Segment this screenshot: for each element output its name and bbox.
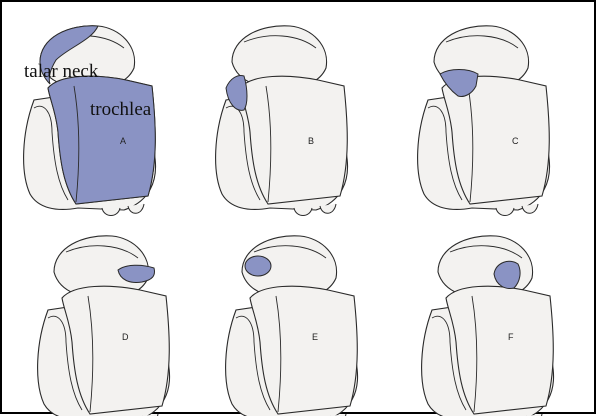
panel-label-d: D — [122, 332, 129, 342]
panel-label-f: F — [508, 332, 514, 342]
panel-label-a: A — [120, 136, 126, 146]
panel-c: C — [418, 26, 550, 216]
panel-f: F — [422, 236, 554, 416]
panel-label-c: C — [512, 136, 519, 146]
lesion-shade-e — [245, 256, 271, 276]
panel-label-e: E — [312, 332, 318, 342]
panel-d: D — [38, 236, 170, 416]
annotation-talar-neck: talar neck — [24, 61, 99, 82]
panel-e: E — [226, 236, 358, 416]
annotation-trochlea: trochlea — [90, 99, 152, 120]
panel-label-b: B — [308, 136, 314, 146]
panel-a: A — [24, 26, 156, 216]
panel-b: B — [216, 26, 348, 216]
